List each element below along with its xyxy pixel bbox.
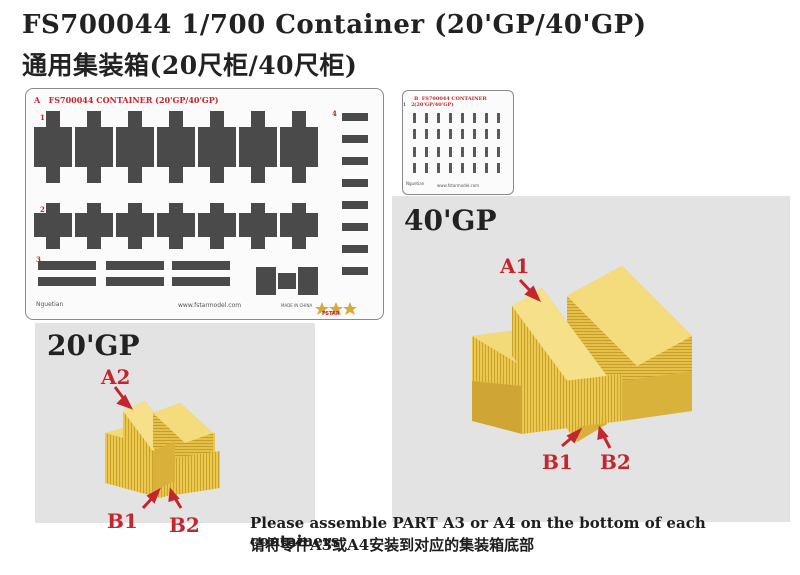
row-number-1: 1 — [40, 113, 45, 122]
sheet-a-parts — [34, 111, 368, 315]
label-40-b2: B2 — [600, 450, 631, 474]
sheet-b-website: www.fstarmodel.com — [437, 183, 480, 188]
sheet-b-parts — [413, 113, 500, 173]
assembly-note-zh: 请将零件A3或A4安装到对应的集装箱底部 — [250, 536, 535, 554]
sheet-a-letter: A — [34, 95, 41, 105]
container-stack-40 — [472, 266, 692, 442]
photo-40gp: 40'GP A1 B1 B2 — [392, 196, 790, 522]
photo-40gp-render — [472, 266, 692, 449]
assembly-note-en: Please assemble PART A3 or A4 on the bot… — [250, 514, 706, 550]
sheet-a-title: FS700044 CONTAINER (20'GP/40'GP) — [48, 95, 219, 105]
sheet-b-row-2: 2 — [411, 102, 415, 108]
sheet-b-header: B FS700044 CONTAINER (20'GP/40'GP) — [414, 96, 513, 108]
page-title: FS700044 1/700 Container (20'GP/40'GP) — [22, 10, 647, 40]
sheet-a-brand: FSTAR — [322, 311, 340, 317]
row-number-4: 4 — [332, 109, 337, 118]
sheet-b-signature: Nguetian — [406, 181, 425, 186]
label-a2: A2 — [101, 365, 131, 389]
page-subtitle: 通用集装箱(20尺柜/40尺柜) — [22, 51, 358, 80]
sheet-a-made-in: MADE IN CHINA — [281, 303, 313, 308]
label-a1: A1 — [500, 254, 530, 278]
photo-40gp-title: 40'GP — [404, 204, 497, 237]
row-number-3: 3 — [36, 255, 41, 264]
sheet-a-header: A FS700044 CONTAINER (20'GP/40'GP) — [34, 95, 219, 105]
label-20-b1: B1 — [107, 509, 138, 533]
fret-sheet-b: B FS700044 CONTAINER (20'GP/40'GP) 1 2 N… — [402, 90, 514, 195]
sheet-b-row-1: 1 — [403, 102, 407, 108]
sheet-b-letter: B — [414, 96, 419, 102]
label-40-b1: B1 — [542, 450, 573, 474]
part-a3-bars — [38, 261, 318, 295]
part-a4-bars — [342, 113, 368, 275]
label-20-b2: B2 — [169, 513, 200, 537]
row-number-2: 2 — [40, 205, 45, 214]
sheet-a-website: www.fstarmodel.com — [178, 302, 242, 309]
photo-20gp-render — [105, 386, 220, 510]
photo-20gp-title: 20'GP — [47, 329, 140, 362]
container-stack-20 — [105, 401, 220, 498]
part-a1-row — [34, 111, 318, 183]
photo-20gp: 20'GP A2 B1 B2 — [35, 323, 315, 537]
sheet-b-title: FS700044 CONTAINER (20'GP/40'GP) — [414, 96, 487, 108]
part-a2-row — [34, 203, 318, 249]
sheet-a-signature: Nguetian — [36, 301, 64, 308]
fret-sheet-a: A FS700044 CONTAINER (20'GP/40'GP) 1 2 3… — [25, 88, 384, 320]
